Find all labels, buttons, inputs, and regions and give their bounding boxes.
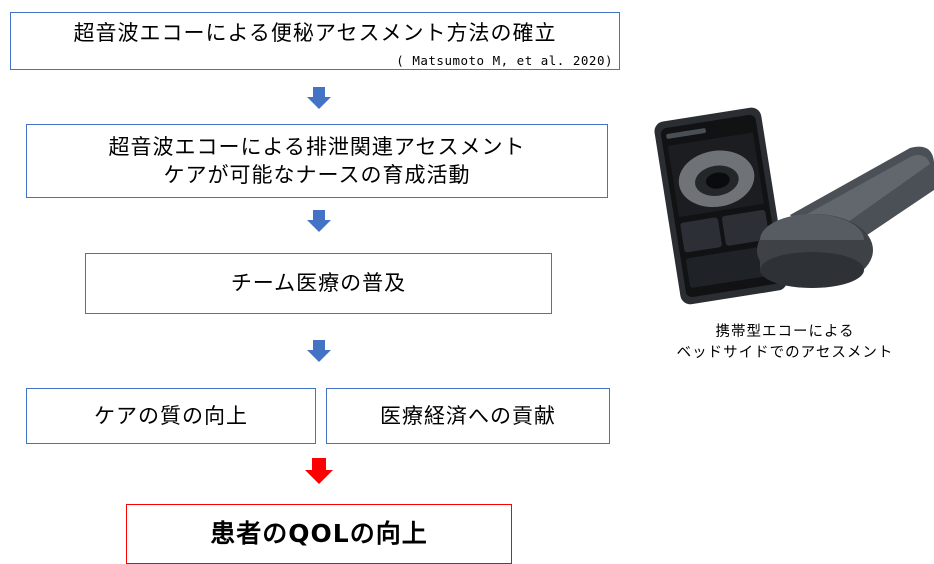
outcome-medical-economy-text: 医療経済への貢献 [380, 403, 556, 428]
goal-patient-qol-box: 患者のQOLの向上 [126, 504, 512, 564]
step-establish-assessment-text: 超音波エコーによる便秘アセスメント方法の確立 [73, 21, 557, 45]
portable-ultrasound-device-icon [654, 107, 934, 305]
step-team-medicine-text: チーム医療の普及 [230, 271, 407, 296]
citation-text: ( Matsumoto M, et al. 2020) [396, 53, 613, 68]
outcome-care-quality-box: ケアの質の向上 [26, 388, 316, 444]
down-arrow-icon [307, 340, 331, 362]
device-caption: 携帯型エコーによる ベッドサイドでのアセスメント [640, 322, 930, 364]
device-caption-line2: ベッドサイドでのアセスメント [676, 345, 894, 362]
outcome-care-quality-text: ケアの質の向上 [94, 403, 248, 428]
step-nurse-training-line1: 超音波エコーによる排泄関連アセスメント [108, 134, 526, 159]
step-team-medicine-box: チーム医療の普及 [85, 253, 552, 314]
outcome-medical-economy-box: 医療経済への貢献 [326, 388, 610, 444]
down-arrow-icon [307, 210, 331, 232]
device-caption-line1: 携帯型エコーによる [715, 324, 855, 340]
down-arrow-icon [307, 87, 331, 109]
step-nurse-training-line2: ケアが可能なナースの育成活動 [163, 163, 471, 187]
goal-patient-qol-text: 患者のQOLの向上 [210, 519, 428, 548]
step-establish-assessment-box: 超音波エコーによる便秘アセスメント方法の確立 ( Matsumoto M, et… [10, 12, 620, 70]
down-arrow-icon [305, 458, 333, 484]
step-nurse-training-box: 超音波エコーによる排泄関連アセスメント ケアが可能なナースの育成活動 [26, 124, 608, 198]
